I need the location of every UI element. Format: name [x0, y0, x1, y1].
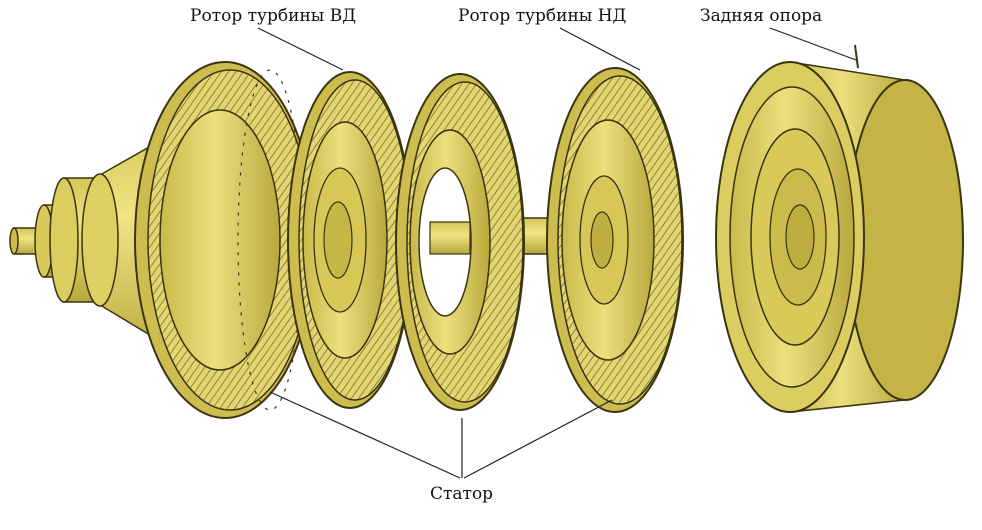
- leader-hp-rotor: [257, 27, 344, 71]
- label-lp-rotor: Ротор турбины НД: [458, 6, 627, 26]
- label-stator: Статор: [430, 484, 494, 504]
- hp-stator-disc: [134, 61, 316, 419]
- leader-lines: [257, 27, 857, 479]
- lp-stator-disc: [395, 73, 525, 411]
- leader-rear-support: [769, 27, 857, 61]
- rear-support-housing: [715, 44, 964, 413]
- label-rear-support: Задняя опора: [700, 6, 823, 26]
- label-hp-rotor: Ротор турбины ВД: [190, 6, 357, 26]
- leader-stator-1: [269, 391, 461, 479]
- leader-stator-3: [463, 399, 613, 479]
- hp-rotor-disc: [287, 71, 413, 409]
- lp-rotor-disc: [546, 67, 684, 413]
- leader-lp-rotor: [559, 27, 641, 71]
